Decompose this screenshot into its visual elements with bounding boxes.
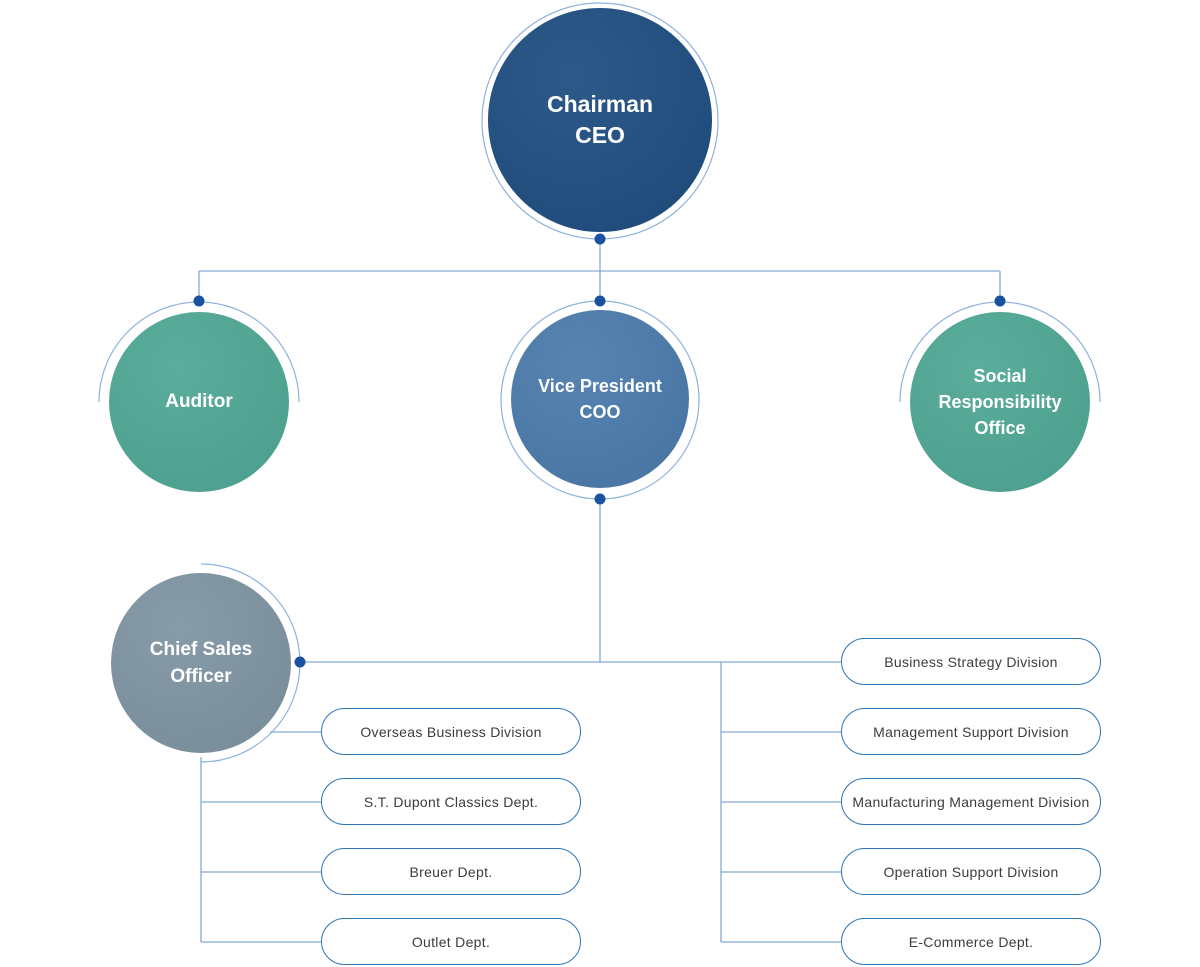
node-label-line: Chairman [546,91,654,117]
dept-label: Business Strategy Division [884,653,1058,670]
connector-dot-vp-bottom [594,493,606,505]
node-chairman-ceo: Chairman CEO [488,8,712,232]
connector-dot-cso-right [294,656,306,668]
connector-top-tier [198,239,1001,301]
node-chief-sales-officer: Chief Sales Officer [111,573,291,753]
node-label-line: Responsibility [938,392,1062,412]
connector-operations-tree [300,499,841,943]
dept-box-management-support-division: Management Support Division [841,708,1101,755]
node-vice-president-coo: Vice President COO [511,310,689,488]
dept-box-e-commerce-dept: E-Commerce Dept. [841,918,1101,965]
dept-label: Management Support Division [873,723,1069,740]
dept-box-outlet-dept: Outlet Dept. [321,918,581,965]
dept-label: Overseas Business Division [360,723,542,740]
dept-label: Operation Support Division [883,863,1059,880]
dept-label: E-Commerce Dept. [908,933,1034,950]
node-auditor: Auditor [109,312,289,492]
dept-label: Breuer Dept. [409,863,493,880]
dept-label: S.T. Dupont Classics Dept. [363,793,539,810]
node-social-responsibility-office: Social Responsibility Office [910,312,1090,492]
node-label-line: Officer [170,666,232,687]
dept-label: Manufacturing Management Division [852,793,1090,810]
connector-dot-chairman-bottom [594,233,606,245]
node-label-line: Chief Sales [149,639,253,660]
dept-box-operation-support-division: Operation Support Division [841,848,1101,895]
node-label-line: COO [579,402,621,422]
connector-dot-auditor-top [193,295,205,307]
dept-box-overseas-business-division: Overseas Business Division [321,708,581,755]
dept-box-st-dupont-classics-dept: S.T. Dupont Classics Dept. [321,778,581,825]
node-label-line: Auditor [165,391,233,412]
connector-sales-tree [200,731,321,943]
dept-box-manufacturing-management-division: Manufacturing Management Division [841,778,1101,825]
node-label-line: CEO [575,122,625,148]
node-label-line: Social [973,366,1027,386]
dept-box-breuer-dept: Breuer Dept. [321,848,581,895]
dept-box-business-strategy-division: Business Strategy Division [841,638,1101,685]
dept-label: Outlet Dept. [411,933,491,950]
node-label-line: Vice President [538,376,662,396]
connector-dot-social-top [994,295,1006,307]
connector-dot-vp-top [594,295,606,307]
node-label-line: Office [974,418,1026,438]
